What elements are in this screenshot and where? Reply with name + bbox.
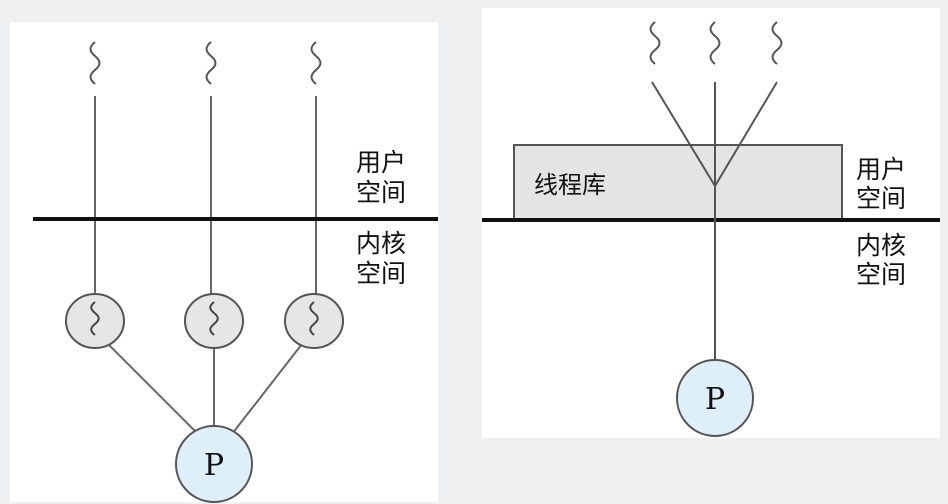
right-kernel-space-line2: 空间 [856, 260, 906, 289]
right-process-circle [676, 359, 754, 437]
user-thread-3-squiggle-icon [310, 41, 322, 85]
right-thread-link-1 [651, 81, 716, 187]
right-user-thread-1-squiggle-icon [649, 21, 661, 65]
kernel-thread-2 [184, 293, 244, 349]
right-user-thread-2-squiggle-icon [709, 21, 721, 65]
right-process-label: P [705, 382, 725, 417]
left-user-space-line2: 空间 [356, 178, 406, 207]
thread-library-label: 线程库 [534, 171, 606, 199]
kernel-thread-3-squiggle-icon [309, 301, 319, 336]
right-diagram: 线程库 P 用户 空间 内核 空间 [482, 21, 940, 437]
kernel-thread-3 [284, 293, 344, 349]
kernel-thread-1-squiggle-icon [90, 301, 100, 336]
thread-library-box [513, 144, 843, 221]
user-thread-1-squiggle-icon [89, 41, 101, 85]
left-process-circle [175, 425, 253, 503]
kernel-link-1 [107, 343, 199, 435]
left-diagram: P 用户 空间 内核 空间 [33, 41, 438, 503]
right-user-space-line2: 空间 [856, 184, 906, 213]
left-kernel-space-line2: 空间 [356, 259, 406, 288]
right-user-space-line1: 用户 [856, 155, 906, 184]
right-thread-link-3 [714, 81, 778, 187]
user-thread-2-squiggle-icon [205, 41, 217, 85]
kernel-link-3 [231, 343, 303, 435]
left-panel [10, 22, 438, 502]
left-process-label: P [204, 448, 224, 483]
kernel-thread-2-squiggle-icon [209, 301, 219, 336]
left-kernel-space-line1: 内核 [356, 229, 406, 258]
right-user-thread-3-squiggle-icon [771, 21, 783, 65]
right-kernel-space-line1: 内核 [856, 231, 906, 260]
kernel-thread-1 [65, 293, 125, 349]
left-user-space-line1: 用户 [356, 148, 406, 177]
